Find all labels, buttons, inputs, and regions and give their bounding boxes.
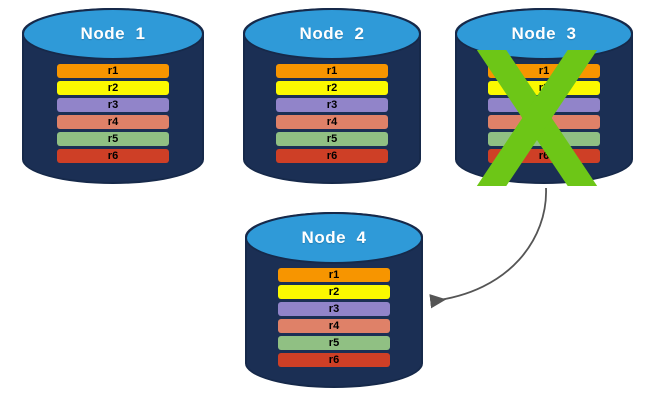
row-label: r5 [107,132,119,145]
node-3-rows: r1 r2 r3 r4 r5 r6 [455,64,633,163]
row-r5[interactable]: r5 [276,132,388,146]
row-r6[interactable]: r6 [57,149,169,163]
row-label: r6 [107,149,119,162]
row-r2[interactable]: r2 [488,81,600,95]
row-label: r5 [326,132,338,145]
node-4-title: Node 4 [301,228,367,247]
node-4[interactable]: Node 4 r1 r2 r3 r4 r5 r6 [245,212,423,388]
node-1-rows: r1 r2 r3 r4 r5 r6 [22,64,204,163]
row-label: r5 [328,336,340,349]
row-label: r5 [538,132,550,145]
row-label: r2 [107,81,119,94]
row-label: r2 [326,81,338,94]
row-label: r1 [328,268,340,281]
row-r6[interactable]: r6 [276,149,388,163]
row-r1[interactable]: r1 [278,268,390,282]
row-label: r3 [538,98,550,111]
row-r1[interactable]: r1 [488,64,600,78]
row-r6[interactable]: r6 [278,353,390,367]
row-label: r2 [538,81,550,94]
node-1-title: Node 1 [80,24,146,43]
row-label: r3 [328,302,340,315]
row-r4[interactable]: r4 [276,115,388,129]
row-label: r3 [107,98,119,111]
row-label: r1 [107,64,119,77]
row-r2[interactable]: r2 [276,81,388,95]
node-2[interactable]: Node 2 r1 r2 r3 r4 r5 r6 [243,8,421,184]
replication-arrow [429,187,547,309]
row-label: r4 [326,115,338,128]
row-label: r1 [326,64,338,77]
row-label: r2 [328,285,340,298]
row-r5[interactable]: r5 [488,132,600,146]
row-r2[interactable]: r2 [278,285,390,299]
row-label: r3 [326,98,338,111]
row-r3[interactable]: r3 [57,98,169,112]
row-label: r6 [538,149,550,162]
row-r1[interactable]: r1 [57,64,169,78]
row-r5[interactable]: r5 [57,132,169,146]
row-label: r6 [328,353,340,366]
node-1[interactable]: Node 1 r1 r2 r3 r4 r5 r6 [22,8,204,184]
node-4-rows: r1 r2 r3 r4 r5 r6 [245,268,423,367]
node-4-cylinder-top: Node 4 [245,212,423,264]
node-3-cylinder-top: Node 3 [455,8,633,60]
row-r4[interactable]: r4 [488,115,600,129]
row-r5[interactable]: r5 [278,336,390,350]
row-r6[interactable]: r6 [488,149,600,163]
node-3[interactable]: Node 3 r1 r2 r3 r4 r5 r6 [455,8,633,186]
node-2-cylinder-top: Node 2 [243,8,421,60]
node-1-cylinder-top: Node 1 [22,8,204,60]
node-2-title: Node 2 [299,24,365,43]
node-3-title: Node 3 [511,24,577,43]
row-r3[interactable]: r3 [278,302,390,316]
row-label: r4 [107,115,119,128]
row-r3[interactable]: r3 [276,98,388,112]
row-label: r1 [538,64,550,77]
row-label: r4 [328,319,340,332]
node-2-rows: r1 r2 r3 r4 r5 r6 [243,64,421,163]
row-label: r6 [326,149,338,162]
row-r2[interactable]: r2 [57,81,169,95]
row-r4[interactable]: r4 [278,319,390,333]
row-r3[interactable]: r3 [488,98,600,112]
row-r4[interactable]: r4 [57,115,169,129]
row-r1[interactable]: r1 [276,64,388,78]
row-label: r4 [538,115,550,128]
